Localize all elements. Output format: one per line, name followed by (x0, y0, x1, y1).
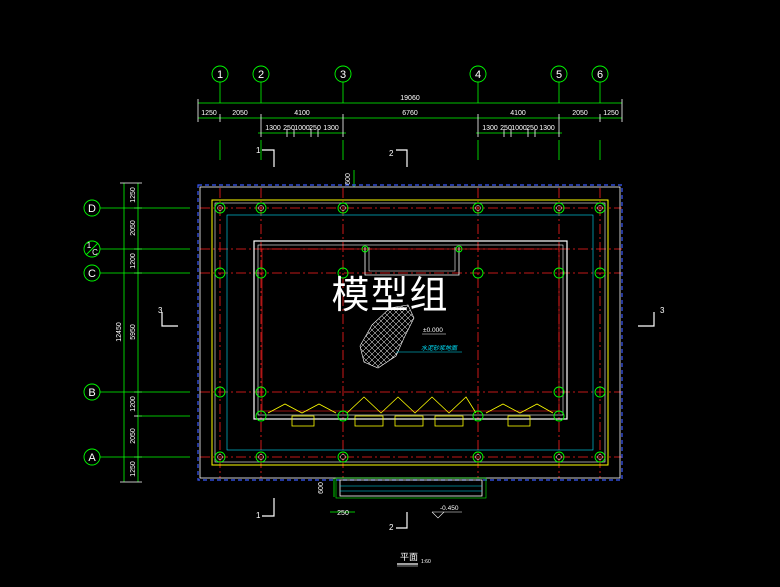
axis-label-1C-letter: C (92, 248, 98, 257)
dim-total-width: 19060 (400, 95, 420, 102)
dim-600-bottom: 600 (318, 482, 325, 494)
dimension-lines (100, 82, 623, 513)
platform-edge (197, 184, 623, 481)
dim-top-2: 2050 (232, 110, 248, 117)
dim-left-3: 1200 (130, 253, 137, 269)
axis-label-1: 1 (217, 69, 223, 81)
dim-250-bottom: 250 (337, 510, 349, 517)
dim-sub-right-3: 1000 (511, 125, 527, 132)
dim-left-1: 1250 (130, 187, 137, 203)
dim-sub-left-1: 1300 (265, 125, 281, 132)
dim-top-7: 1250 (603, 110, 619, 117)
dim-left-7: 1250 (130, 461, 137, 477)
outer-wall (211, 199, 609, 466)
drawing-title: 平面 (400, 552, 418, 563)
section-marks (161, 149, 655, 529)
elevation-main: ±0.000 (423, 327, 443, 334)
axis-bubbles-top (211, 65, 609, 83)
dim-sub-left-4: 250 (309, 125, 321, 132)
columns (214, 202, 606, 463)
section-mark-1-bottom: 1 (256, 511, 261, 520)
inner-room (253, 240, 568, 420)
dim-left-5: 1200 (130, 396, 137, 412)
axis-label-5: 5 (556, 69, 562, 81)
dim-sub-left-2: 250 (283, 125, 295, 132)
elevation-step: -0.450 (440, 505, 459, 512)
floor-hatch-area (359, 304, 415, 369)
axis-label-C: C (88, 268, 96, 280)
axis-label-2: 2 (258, 69, 264, 81)
axis-label-A: A (88, 452, 96, 464)
drawing-scale: 1:60 (421, 559, 431, 565)
section-mark-2-bottom: 2 (389, 523, 394, 532)
section-mark-3-right: 3 (660, 306, 665, 315)
elevation-marker-step (431, 511, 445, 519)
floor-note: 水泥砂浆地面 (421, 344, 458, 352)
dim-sub-right-4: 250 (526, 125, 538, 132)
dim-sub-right-5: 1300 (539, 125, 555, 132)
section-mark-1-top: 1 (256, 146, 261, 155)
dim-left-4: 5950 (130, 324, 137, 340)
section-mark-2-top: 2 (389, 149, 394, 158)
dim-top-5: 4100 (510, 110, 526, 117)
dim-600-top: 600 (345, 173, 352, 185)
axis-label-6: 6 (597, 69, 603, 81)
axis-bubbles-left (83, 199, 101, 466)
dim-top-1: 1250 (201, 110, 217, 117)
dim-top-6: 2050 (572, 110, 588, 117)
section-mark-3-left: 3 (158, 306, 163, 315)
axis-label-1C-num: 1 (87, 241, 92, 250)
front-steps (335, 477, 487, 499)
front-doors (267, 396, 554, 427)
dim-sub-right-2: 250 (500, 125, 512, 132)
dim-left-6: 2050 (130, 428, 137, 444)
axis-label-4: 4 (475, 69, 481, 81)
axis-label-B: B (88, 387, 95, 399)
dim-top-4: 6760 (402, 110, 418, 117)
dim-sub-left-3: 1000 (294, 125, 310, 132)
dim-sub-right-1: 1300 (482, 125, 498, 132)
watermark-text: 模型组 (331, 273, 448, 317)
dim-top-3: 4100 (294, 110, 310, 117)
axis-label-3: 3 (340, 69, 346, 81)
dim-total-height: 12450 (116, 322, 123, 342)
dim-sub-left-5: 1300 (323, 125, 339, 132)
axis-label-D: D (88, 203, 96, 215)
dim-left-2: 2050 (130, 220, 137, 236)
